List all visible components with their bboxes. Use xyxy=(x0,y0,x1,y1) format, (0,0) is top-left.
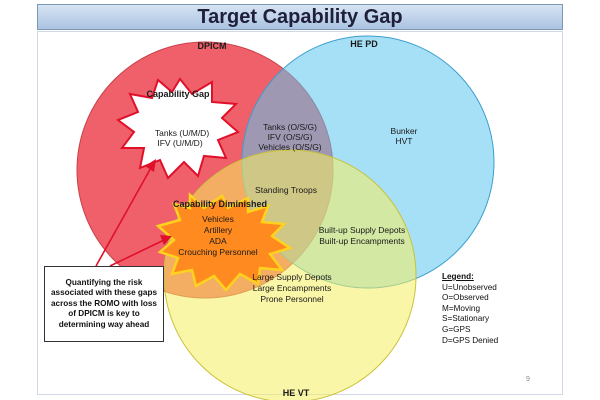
page-number: 9 xyxy=(526,376,530,383)
capability-gap-item: Tanks (U/M/D) xyxy=(155,128,209,138)
legend-title: Legend: xyxy=(442,272,474,281)
label-hevt: HE VT xyxy=(283,388,310,398)
legend-item: U=Unobserved xyxy=(442,282,497,292)
label-hepd: HE PD xyxy=(350,39,378,49)
hevt-only-item: Large Supply Depots xyxy=(252,272,331,282)
legend-item: M=Moving xyxy=(442,303,480,313)
overlap-dpicm-hepd-item: Tanks (O/S/G) xyxy=(263,122,317,132)
legend-item: D=GPS Denied xyxy=(442,335,499,345)
slide-title: Target Capability Gap xyxy=(37,4,563,30)
legend-item: O=Observed xyxy=(442,293,489,303)
callout-arrowhead-gap xyxy=(145,159,156,172)
callout-arrow-diminished xyxy=(109,239,165,267)
overlap-dpicm-hepd-item: IFV (O/S/G) xyxy=(268,132,313,142)
hepd-only-item: Bunker xyxy=(391,126,418,136)
capability-gap-title: Capability Gap xyxy=(146,89,210,99)
overlap-dpicm-hepd-item: Vehicles (O/S/G) xyxy=(258,142,321,152)
label-dpicm: DPICM xyxy=(198,41,227,51)
capability-diminished-title: Capability Diminished xyxy=(173,199,267,209)
legend: Legend: U=Unobserved O=Observed M=Moving… xyxy=(442,272,552,346)
overlap-hepd-hevt-item: Built-up Encampments xyxy=(319,236,405,246)
overlap-hepd-hevt-item: Built-up Supply Depots xyxy=(319,225,405,235)
callout-arrow-gap xyxy=(95,165,153,267)
capability-diminished-starburst xyxy=(155,192,293,292)
overlap-all-item: Standing Troops xyxy=(255,185,317,195)
callout-box: Quantifying the risk associated with the… xyxy=(44,266,164,342)
legend-item: G=GPS xyxy=(442,324,471,334)
hepd-only-item: HVT xyxy=(396,136,413,146)
legend-item: S=Stationary xyxy=(442,314,490,324)
capability-diminished-item: Vehicles xyxy=(202,214,234,224)
capability-diminished-item: Artillery xyxy=(204,225,233,235)
hevt-only-item: Large Encampments xyxy=(253,283,331,293)
hevt-only-item: Prone Personnel xyxy=(260,294,323,304)
capability-diminished-item: Crouching Personnel xyxy=(178,247,257,257)
capability-diminished-item: ADA xyxy=(209,236,227,246)
callout-arrowhead-diminished xyxy=(160,235,172,245)
capability-gap-item: IFV (U/M/D) xyxy=(157,138,202,148)
capability-gap-starburst xyxy=(115,77,240,180)
